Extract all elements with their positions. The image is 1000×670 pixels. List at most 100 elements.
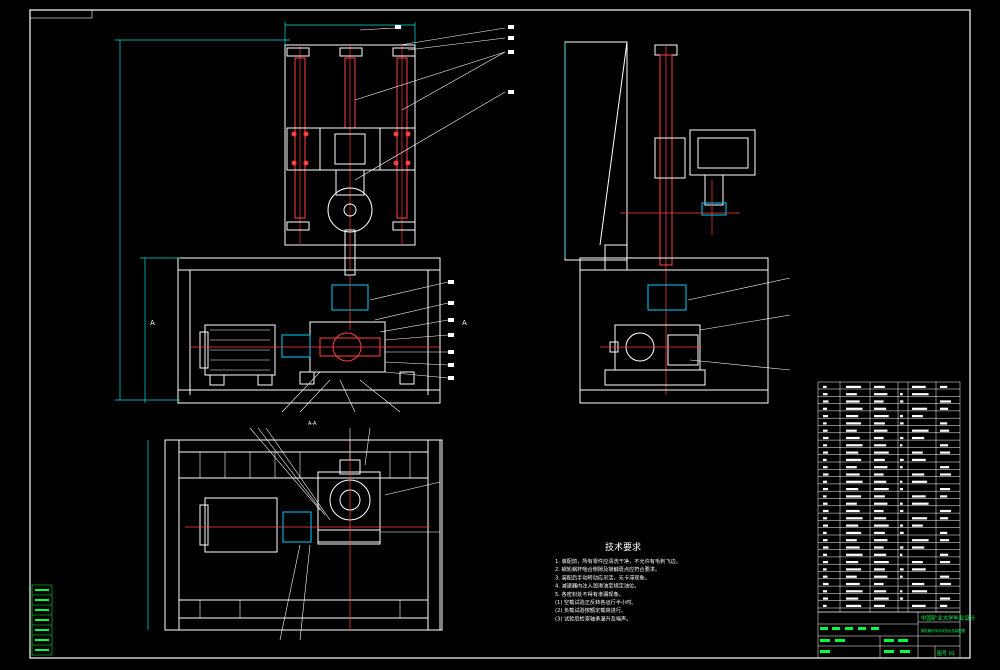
parts-list-cell-mark	[846, 422, 862, 425]
parts-list-cell-mark	[900, 466, 903, 469]
parts-list-cell-mark	[874, 568, 885, 571]
parts-list-cell-mark	[900, 575, 903, 578]
parts-list-cell-mark	[940, 400, 952, 403]
parts-list-cell-mark	[900, 444, 903, 447]
parts-list-cell-mark	[940, 509, 952, 513]
parts-list-cell-mark	[940, 531, 948, 534]
parts-list-cell-mark	[846, 393, 857, 396]
parts-list-cell-mark	[874, 495, 885, 498]
parts-list-cell-mark	[874, 553, 887, 556]
parts-list-cell-mark	[823, 531, 827, 534]
parts-list-cell-mark	[823, 400, 829, 403]
parts-list-cell-mark	[940, 473, 952, 476]
parts-list-cell-mark	[912, 517, 928, 520]
parts-list-cell-mark	[900, 436, 904, 440]
parts-list-cell-mark	[874, 488, 889, 491]
parts-list-cell-mark	[823, 458, 827, 461]
parts-list-cell-mark	[900, 590, 903, 593]
parts-list-cell-mark	[940, 385, 948, 388]
parts-list-cell-mark	[940, 495, 948, 498]
side-view	[564, 41, 769, 404]
parts-list-cell-mark	[846, 502, 857, 505]
parts-list-cell-mark	[846, 509, 860, 513]
parts-list-cell-mark	[874, 539, 888, 542]
parts-list-cell-mark	[874, 604, 885, 607]
parts-list-cell-mark	[940, 604, 948, 607]
parts-list-cell-mark	[823, 575, 828, 578]
parts-list-cell-mark	[874, 429, 888, 432]
parts-list-cell-mark	[846, 495, 862, 498]
parts-list-cell-mark	[874, 546, 884, 549]
parts-list-cell-mark	[940, 597, 951, 600]
parts-list-cell-mark	[846, 407, 863, 410]
parts-list-cell-mark	[912, 407, 928, 410]
parts-list-cell-mark	[874, 466, 888, 469]
parts-list-cell-mark	[823, 553, 828, 556]
parts-list-cell-mark	[823, 568, 827, 571]
tech-req-heading: 技术要求	[605, 541, 641, 553]
parts-list-cell-mark	[823, 509, 829, 513]
parts-list-cell-mark	[900, 524, 904, 527]
parts-list-cell-mark	[823, 546, 829, 549]
parts-list-cell-mark	[900, 400, 904, 403]
parts-list-cell-mark	[874, 415, 889, 418]
parts-list-cell-mark	[912, 480, 928, 483]
tech-req-item: 5. 各密封处不得有渗漏现象。	[555, 590, 624, 598]
parts-list-cell-mark	[846, 480, 863, 483]
parts-list-cell-mark	[846, 582, 860, 586]
title-block-green-cells	[820, 627, 910, 653]
drawing-border	[29, 9, 971, 659]
left-margin-stamp-text	[35, 589, 49, 651]
parts-list-cell-mark	[874, 590, 887, 593]
parts-list-cell-mark	[874, 531, 885, 534]
parts-list-cell-mark	[874, 473, 884, 476]
parts-list-cell-mark	[846, 488, 859, 491]
parts-list-cell-mark	[900, 553, 903, 556]
parts-list-cell-mark	[940, 517, 949, 520]
parts-list-cell-mark	[846, 466, 857, 469]
left-margin-stamp	[31, 584, 53, 656]
parts-list-cell-mark	[940, 407, 949, 410]
parts-list-cell-mark	[823, 597, 829, 600]
parts-list-cell-mark	[874, 400, 884, 403]
parts-list-cell-mark	[874, 561, 889, 564]
parts-list-cell-mark	[912, 436, 925, 440]
tech-req-item: (2) 负载试验按额定载荷进行。	[555, 606, 626, 614]
parts-list-cell-mark	[900, 568, 904, 571]
parts-list-cell-mark	[940, 582, 952, 586]
parts-list-cell-mark	[823, 539, 828, 542]
tech-req-item: (1) 空载试验正反转各运行半小时。	[555, 598, 637, 606]
parts-list-cell-mark	[900, 509, 904, 513]
parts-list-cell-mark	[900, 488, 904, 491]
parts-list-cell-mark	[912, 495, 926, 498]
parts-list-cell-mark	[900, 393, 903, 396]
parts-list-cell-mark	[940, 429, 950, 432]
parts-list-cell-mark	[874, 407, 887, 410]
parts-list-cell-mark	[846, 539, 857, 542]
parts-list-cell-mark	[846, 451, 859, 454]
parts-list-cell-mark	[940, 451, 951, 454]
parts-list-cell-mark	[912, 458, 926, 461]
parts-list-cell-mark	[874, 444, 887, 447]
parts-list-cell-mark	[823, 393, 828, 396]
parts-list-cell-mark	[823, 604, 827, 607]
parts-list-cell-mark	[900, 597, 904, 600]
parts-list-cell-mark	[846, 553, 863, 556]
parts-list-cell-mark	[900, 502, 903, 505]
parts-list-cell-mark	[874, 385, 885, 388]
parts-list-cell-mark	[940, 553, 949, 556]
parts-list-cell-mark	[846, 561, 859, 564]
parts-list-cell-mark	[846, 568, 862, 571]
tech-req-item: 4. 减速器内注入润滑油至规定油位。	[555, 582, 639, 590]
parts-list-cell-mark	[912, 385, 926, 388]
parts-list-table	[817, 381, 961, 613]
parts-list-text-marks	[823, 385, 952, 607]
parts-list-cell-mark	[912, 429, 929, 432]
parts-list-cell-mark	[912, 415, 923, 418]
parts-list-cell-mark	[823, 495, 827, 498]
parts-list-cell-mark	[874, 480, 887, 483]
parts-list-cell-mark	[846, 415, 859, 418]
parts-list-cell-mark	[846, 604, 862, 607]
parts-list-cell-mark	[900, 415, 904, 418]
